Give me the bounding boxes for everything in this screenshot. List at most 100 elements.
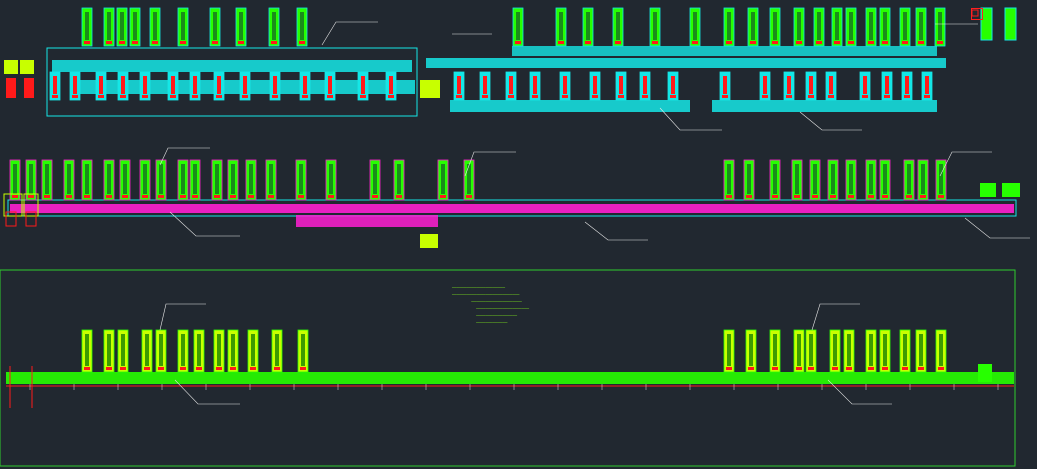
equipment-unit-port xyxy=(52,95,58,98)
equipment-unit-port xyxy=(772,195,778,198)
equipment-unit-detail xyxy=(197,334,201,366)
equipment-unit-port xyxy=(214,195,220,198)
equipment-unit-detail xyxy=(797,12,801,40)
equipment-unit-port xyxy=(12,195,18,198)
equipment-unit-port xyxy=(515,41,521,44)
row-1-layout[interactable] xyxy=(4,7,1017,117)
equipment-unit-detail xyxy=(727,334,731,366)
equipment-unit-port xyxy=(298,195,304,198)
row-2-layout[interactable] xyxy=(3,159,1020,248)
equipment-unit-port xyxy=(120,367,126,370)
equipment-unit-port xyxy=(938,367,944,370)
equipment-unit-port xyxy=(372,195,378,198)
equipment-unit-port xyxy=(388,95,394,98)
equipment-unit-port xyxy=(66,195,72,198)
equipment-unit-detail xyxy=(153,12,157,40)
equipment-unit-detail xyxy=(231,334,235,366)
equipment-unit-detail xyxy=(939,164,943,194)
equipment-unit-port xyxy=(106,367,112,370)
row-1-bottom-equipment xyxy=(49,71,933,101)
equipment-unit-port xyxy=(158,367,164,370)
equipment-unit-detail xyxy=(85,334,89,366)
equipment-unit-port xyxy=(328,195,334,198)
equipment-unit-detail xyxy=(231,164,235,194)
equipment-unit-port xyxy=(726,41,732,44)
equipment-unit-port xyxy=(192,195,198,198)
equipment-unit-port xyxy=(796,41,802,44)
equipment-unit-port xyxy=(28,195,34,198)
equipment-unit-port xyxy=(762,95,768,98)
equipment-unit-port xyxy=(918,41,924,44)
equipment-unit-port xyxy=(816,41,822,44)
row-2-top-equipment xyxy=(9,159,947,201)
equipment-unit-detail xyxy=(925,76,929,94)
equipment-unit-port xyxy=(230,195,236,198)
row-2-left-feed xyxy=(3,193,39,227)
row-3-layout[interactable] xyxy=(0,269,1016,467)
equipment-unit-detail xyxy=(145,334,149,366)
equipment-unit-detail xyxy=(773,12,777,40)
equipment-unit-detail xyxy=(869,164,873,194)
equipment-unit-detail xyxy=(749,334,753,366)
equipment-unit-detail xyxy=(45,164,49,194)
row-2-main-conveyor xyxy=(10,204,1014,213)
equipment-unit-port xyxy=(937,41,943,44)
equipment-unit-port xyxy=(119,41,125,44)
equipment-unit-detail xyxy=(773,164,777,194)
equipment-unit-detail xyxy=(249,164,253,194)
equipment-unit-port xyxy=(132,41,138,44)
equipment-unit-port xyxy=(832,367,838,370)
equipment-unit-detail xyxy=(441,164,445,194)
equipment-unit-detail xyxy=(835,12,839,40)
equipment-unit-detail xyxy=(869,334,873,366)
equipment-unit-detail xyxy=(763,76,767,94)
equipment-unit-detail xyxy=(373,164,377,194)
equipment-unit-port xyxy=(248,195,254,198)
row-1-right-conveyor-upper xyxy=(426,58,946,68)
equipment-unit-detail xyxy=(787,76,791,94)
row-1-right-conveyor-lower-a xyxy=(450,100,690,112)
equipment-unit-port xyxy=(122,195,128,198)
equipment-unit-port xyxy=(170,95,176,98)
equipment-unit-port xyxy=(532,95,538,98)
equipment-unit-port xyxy=(882,367,888,370)
equipment-unit-port xyxy=(558,41,564,44)
equipment-unit-detail xyxy=(301,334,305,366)
equipment-unit-detail xyxy=(619,76,623,94)
equipment-unit-detail xyxy=(907,164,911,194)
equipment-unit-port xyxy=(250,367,256,370)
equipment-unit-port xyxy=(106,195,112,198)
equipment-unit-port xyxy=(196,367,202,370)
equipment-unit-detail xyxy=(275,334,279,366)
equipment-unit-detail xyxy=(727,12,731,40)
equipment-unit-port xyxy=(828,95,834,98)
equipment-unit-port xyxy=(482,95,488,98)
equipment-unit-detail xyxy=(73,76,77,94)
equipment-unit-port xyxy=(772,367,778,370)
equipment-unit-detail xyxy=(67,164,71,194)
equipment-unit-port xyxy=(158,195,164,198)
equipment-unit-port xyxy=(508,95,514,98)
equipment-unit-detail xyxy=(133,12,137,40)
equipment-unit-detail xyxy=(181,164,185,194)
equipment-unit-detail xyxy=(653,12,657,40)
equipment-unit-port xyxy=(274,367,280,370)
equipment-unit-port xyxy=(84,41,90,44)
equipment-unit-detail xyxy=(883,12,887,40)
equipment-unit-detail xyxy=(516,12,520,40)
equipment-unit-detail xyxy=(885,76,889,94)
equipment-unit-port xyxy=(230,367,236,370)
equipment-unit-detail xyxy=(303,76,307,94)
equipment-unit-port xyxy=(180,367,186,370)
equipment-unit-detail xyxy=(938,12,942,40)
equipment-unit-detail xyxy=(99,76,103,94)
equipment-unit-detail xyxy=(300,12,304,40)
equipment-unit-port xyxy=(302,95,308,98)
equipment-unit-detail xyxy=(273,76,277,94)
equipment-unit-detail xyxy=(299,164,303,194)
equipment-unit-port xyxy=(924,95,930,98)
equipment-unit-port xyxy=(846,367,852,370)
equipment-unit-port xyxy=(692,41,698,44)
equipment-unit-port xyxy=(830,195,836,198)
